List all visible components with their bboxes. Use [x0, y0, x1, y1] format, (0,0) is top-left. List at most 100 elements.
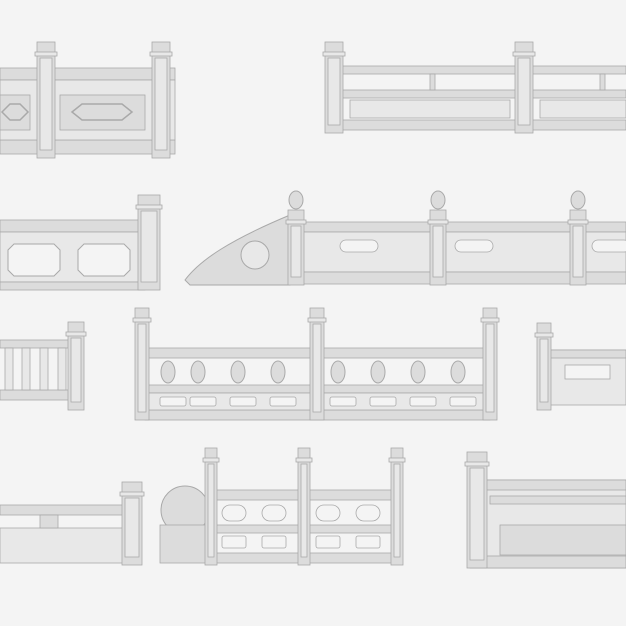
opening — [591, 239, 626, 253]
post-collar — [307, 317, 327, 323]
scroll-disc — [240, 240, 270, 270]
vase-baluster — [410, 360, 426, 384]
post-panel — [572, 225, 584, 278]
post-panel — [290, 225, 302, 278]
post-collar — [285, 219, 307, 225]
post-collar — [119, 491, 145, 497]
railing-8 — [0, 481, 145, 566]
railing-9 — [159, 447, 406, 566]
stone-block — [489, 495, 626, 505]
railing-4 — [184, 190, 626, 286]
opening — [369, 396, 397, 407]
post-collar — [567, 219, 589, 225]
opening — [355, 535, 381, 549]
stone-block — [0, 389, 76, 401]
baluster — [39, 347, 49, 391]
railing-7 — [534, 322, 626, 411]
opening — [449, 396, 477, 407]
stone-block — [0, 504, 136, 516]
stone-block — [159, 524, 211, 564]
stone-block — [544, 349, 626, 359]
post-panel — [517, 57, 531, 126]
vase-baluster — [330, 360, 346, 384]
post-panel — [70, 337, 82, 403]
opening — [189, 396, 217, 407]
diamond-carving — [0, 103, 30, 121]
post-collar — [534, 332, 554, 338]
octagon-opening — [7, 243, 61, 277]
stone-block — [0, 139, 176, 155]
post-collar — [322, 51, 346, 57]
vase-baluster — [370, 360, 386, 384]
baluster — [21, 347, 31, 391]
baluster — [57, 347, 67, 391]
stone-block — [539, 99, 626, 119]
post-collar — [295, 457, 313, 463]
post-collar — [202, 457, 220, 463]
post-panel — [39, 57, 53, 151]
stone-block — [0, 527, 136, 564]
vase-baluster — [270, 360, 286, 384]
opening — [339, 239, 379, 253]
diamond-carving — [70, 103, 134, 121]
stone-block — [0, 281, 146, 291]
opening — [409, 396, 437, 407]
post-panel — [393, 463, 401, 558]
stone-block — [599, 73, 606, 91]
post-collar — [388, 457, 406, 463]
opening — [454, 239, 494, 253]
railing-6 — [132, 307, 500, 421]
post-collar — [135, 204, 163, 210]
railing-10 — [464, 451, 626, 569]
post-collar — [65, 331, 87, 337]
opening — [315, 504, 341, 522]
vase-baluster — [230, 360, 246, 384]
post-collar — [132, 317, 152, 323]
stone-block — [39, 514, 59, 529]
stone-block — [499, 524, 626, 556]
opening — [261, 504, 287, 522]
opening — [329, 396, 357, 407]
vase-baluster — [450, 360, 466, 384]
post-panel — [300, 463, 308, 558]
stone-block — [429, 73, 436, 91]
post-collar — [149, 51, 173, 57]
finial — [570, 190, 586, 210]
opening — [221, 535, 247, 549]
opening — [315, 535, 341, 549]
stone-block — [469, 555, 626, 569]
finial — [430, 190, 446, 210]
post-panel — [137, 323, 147, 413]
octagon-opening — [77, 243, 131, 277]
post-panel — [207, 463, 215, 558]
stone-block — [349, 99, 511, 119]
post-panel — [469, 467, 485, 561]
post-panel — [432, 225, 444, 278]
post-collar — [427, 219, 449, 225]
stone-block — [0, 219, 146, 233]
stone-block — [0, 339, 76, 349]
scroll-end — [184, 214, 291, 286]
opening — [355, 504, 381, 522]
opening — [269, 396, 297, 407]
post-collar — [34, 51, 58, 57]
post-collar — [464, 461, 490, 467]
post-collar — [512, 51, 536, 57]
stone-block — [0, 67, 176, 81]
post-panel — [140, 210, 158, 283]
stone-block — [339, 89, 626, 99]
stone-block — [0, 94, 31, 131]
baluster — [4, 347, 14, 391]
railing-1 — [0, 41, 176, 159]
stone-block — [339, 65, 626, 75]
stone-block — [469, 479, 626, 491]
finial — [288, 190, 304, 210]
post-panel — [312, 323, 322, 413]
opening — [159, 396, 187, 407]
opening — [229, 396, 257, 407]
post-panel — [485, 323, 495, 413]
opening — [261, 535, 287, 549]
post-panel — [124, 497, 140, 558]
